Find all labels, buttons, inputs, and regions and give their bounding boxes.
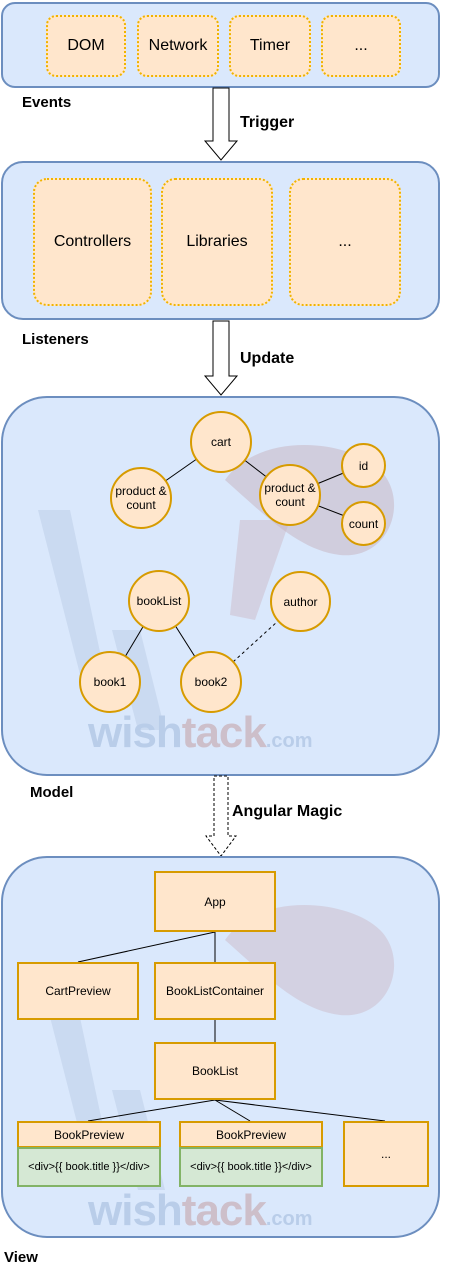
listener-chip-controllers: Controllers	[33, 178, 152, 306]
view-node-code-2: <div>{{ book.title }}</div>	[179, 1147, 323, 1187]
model-node-id: id	[341, 443, 386, 488]
event-chip-dom: DOM	[46, 15, 126, 77]
model-node-book1: book1	[79, 651, 141, 713]
view-node-more: ...	[343, 1121, 429, 1187]
view-node-book-preview-2: BookPreview	[179, 1121, 323, 1148]
view-label: View	[4, 1249, 38, 1266]
view-node-app: App	[154, 871, 276, 932]
model-node-booklist: bookList	[128, 570, 190, 632]
update-label: Update	[240, 350, 295, 367]
model-watermark-com: .com	[265, 730, 313, 752]
model-label: Model	[30, 784, 74, 801]
angular-magic-label: Angular Magic	[232, 803, 343, 820]
view-node-book-preview-1: BookPreview	[17, 1121, 161, 1148]
event-chip-network: Network	[137, 15, 219, 77]
event-chip-timer: Timer	[229, 15, 311, 77]
model-watermark-text: wishtack.com	[88, 708, 313, 758]
listeners-label: Listeners	[22, 331, 89, 348]
view-watermark-tack: tack	[181, 1186, 267, 1235]
trigger-label: Trigger	[240, 114, 295, 131]
model-node-product-count-right: product & count	[259, 464, 321, 526]
view-watermark-com: .com	[265, 1208, 313, 1230]
listener-chip-more: ...	[289, 178, 401, 306]
view-watermark-text: wishtack.com	[88, 1186, 313, 1236]
model-node-author: author	[270, 571, 331, 632]
model-node-product-count-left: product & count	[110, 467, 172, 529]
view-node-cart-preview: CartPreview	[17, 962, 139, 1020]
event-chip-more: ...	[321, 15, 401, 77]
model-watermark-tack: tack	[181, 708, 267, 757]
model-watermark-wish: wish	[88, 708, 183, 757]
view-node-code-1: <div>{{ book.title }}</div>	[17, 1147, 161, 1187]
model-node-book2: book2	[180, 651, 242, 713]
view-node-book-list: BookList	[154, 1042, 276, 1100]
view-watermark-wish: wish	[88, 1186, 183, 1235]
model-node-cart: cart	[190, 411, 252, 473]
view-node-book-list-container: BookListContainer	[154, 962, 276, 1020]
listener-chip-libraries: Libraries	[161, 178, 273, 306]
model-node-count: count	[341, 501, 386, 546]
events-label: Events	[22, 94, 72, 111]
